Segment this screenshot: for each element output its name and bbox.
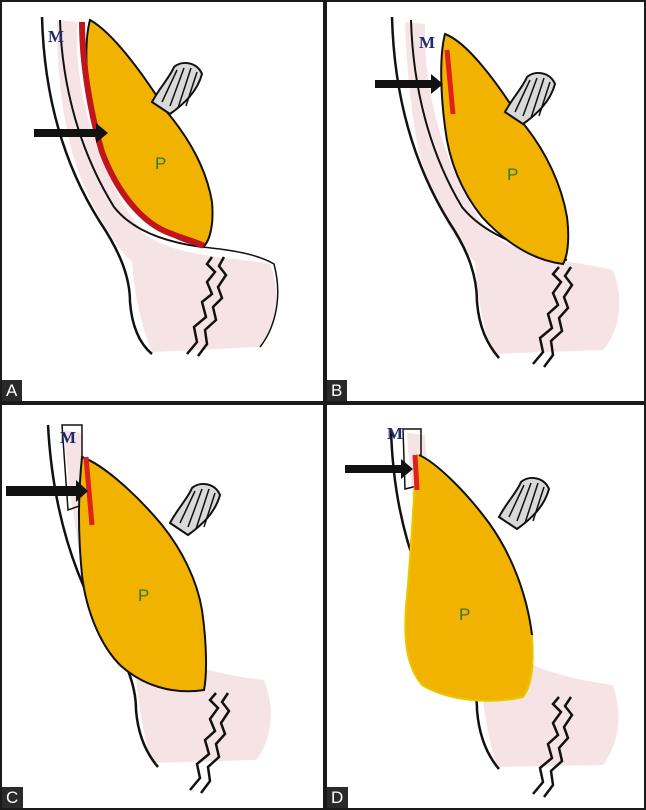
panel-b-diagram: M P <box>327 2 644 401</box>
panel-tag-d: D <box>327 787 348 808</box>
panel-c: M P C <box>2 405 323 808</box>
red-lining <box>415 455 417 490</box>
pulp-chamber <box>405 455 532 701</box>
panel-d: M P D <box>327 405 644 808</box>
panel-b: M P B <box>327 2 644 401</box>
panel-d-diagram: M P <box>327 405 644 808</box>
panel-c-diagram: M P <box>2 405 323 808</box>
margin-label: M <box>419 33 435 52</box>
margin-label: M <box>60 428 76 447</box>
panel-a: M P A <box>2 2 323 401</box>
pulp-label: P <box>507 165 518 184</box>
panel-tag-a: A <box>2 380 22 401</box>
pulp-label: P <box>138 586 149 605</box>
panel-a-diagram: M P <box>2 2 323 401</box>
pulp-label: P <box>459 605 470 624</box>
panel-tag-b: B <box>327 380 347 401</box>
panel-tag-c: C <box>2 787 23 808</box>
pulp-label: P <box>155 154 166 173</box>
margin-label: M <box>48 27 64 46</box>
margin-label: M <box>387 424 403 443</box>
arrow <box>345 459 413 479</box>
pulp-chamber <box>79 457 206 691</box>
